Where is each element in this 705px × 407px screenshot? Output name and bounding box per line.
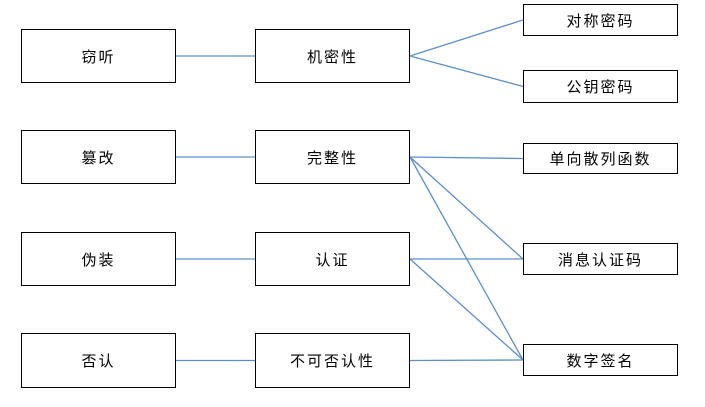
node-non-repudiation: 不可否认性 bbox=[255, 333, 410, 388]
node-symmetric-cipher: 对称密码 bbox=[523, 4, 678, 36]
connector-confidentiality-public_key_cipher bbox=[409, 55, 524, 88]
node-one-way-hash: 单向散列函数 bbox=[523, 143, 678, 174]
node-digital-signature: 数字签名 bbox=[523, 344, 678, 376]
node-tampering: 篡改 bbox=[21, 130, 176, 184]
node-confidentiality: 机密性 bbox=[255, 29, 410, 83]
node-eavesdropping: 窃听 bbox=[21, 29, 176, 83]
connector-authentication-digital_signature bbox=[409, 258, 524, 361]
node-repudiation: 否认 bbox=[21, 333, 176, 388]
connector-integrity-mac bbox=[409, 156, 524, 260]
connector-confidentiality-symmetric_cipher bbox=[409, 19, 524, 57]
node-spoofing: 伪装 bbox=[21, 232, 176, 286]
connector-integrity-one_way_hash bbox=[409, 156, 524, 160]
node-public-key-cipher: 公钥密码 bbox=[523, 70, 678, 103]
connector-non_repudiation-digital_signature bbox=[409, 359, 524, 362]
node-integrity: 完整性 bbox=[255, 130, 410, 184]
node-authentication: 认证 bbox=[255, 232, 410, 286]
node-mac: 消息认证码 bbox=[523, 243, 678, 275]
